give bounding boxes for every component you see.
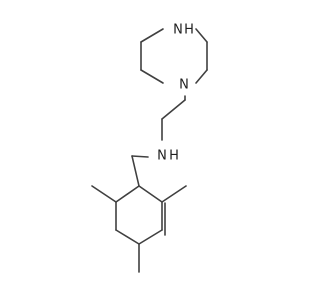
bond (91, 185, 117, 203)
molecule-structure: N H N N H (91, 21, 208, 273)
nitrogen-label: N (173, 23, 183, 38)
bond (131, 155, 149, 158)
bond (161, 99, 186, 120)
bond (115, 185, 140, 203)
bond (131, 155, 140, 187)
nitrogen-label: N (179, 78, 189, 93)
cyclohexene-ring (115, 185, 166, 245)
hydrogen-label: H (184, 23, 194, 38)
hydrogen-label: H (169, 149, 179, 164)
bond (195, 69, 208, 84)
bond (138, 229, 163, 245)
bond (195, 28, 208, 43)
nitrogen-label: N (157, 149, 167, 164)
atom-label-ring-n: N (176, 76, 192, 94)
bond (161, 185, 187, 203)
piperazine-ring (140, 28, 208, 84)
methyl-groups (91, 185, 187, 273)
ethyl-linker (161, 95, 186, 141)
methylene-link (131, 155, 149, 187)
atom-label-nh: N H (150, 147, 179, 165)
bond (138, 185, 163, 203)
bond (115, 229, 140, 245)
bond (140, 69, 164, 84)
bond (140, 28, 164, 43)
atom-label-top-nh: N H (172, 21, 194, 39)
